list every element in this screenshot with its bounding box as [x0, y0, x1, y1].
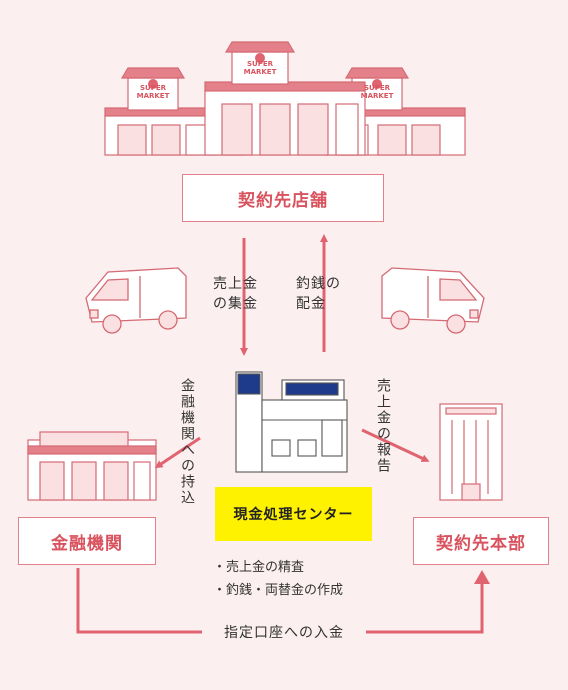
store-sign-right: SUPER MARKET — [352, 84, 402, 100]
supermarket-logos — [148, 53, 382, 89]
arrow-to-bank — [154, 436, 201, 469]
sign-text-line2: MARKET — [136, 92, 170, 100]
delivery-label: 釣銭の 配金 — [296, 274, 341, 314]
delivery-label-line2: 配金 — [296, 296, 326, 312]
collection-label-line1: 売上金 — [213, 276, 258, 292]
contract-stores-box: 契約先店舗 — [182, 174, 384, 222]
van-left-illustration — [85, 267, 187, 334]
flow-arrows — [154, 234, 430, 469]
sign-text-line1: SUPER — [246, 60, 274, 68]
arrow-report-to-hq — [361, 428, 430, 462]
cash-center-label: 現金処理センター — [215, 487, 372, 541]
sign-text-line2: MARKET — [243, 68, 277, 76]
deposit-connector — [76, 568, 484, 634]
financial-institution-box: 金融機関 — [18, 517, 156, 565]
delivery-label-line1: 釣銭の — [296, 276, 341, 292]
store-sign-left: SUPER MARKET — [128, 84, 178, 100]
deposit-arrowhead — [474, 570, 490, 584]
supermarket-center-building — [204, 41, 366, 156]
collection-label: 売上金 の集金 — [213, 274, 258, 314]
cash-center-building-illustration — [235, 371, 348, 473]
sign-text-line1: SUPER — [139, 84, 167, 92]
sign-text-line2: MARKET — [360, 92, 394, 100]
sign-text-line1: SUPER — [363, 84, 391, 92]
task-item: ・釣銭・両替金の作成 — [213, 583, 344, 598]
center-task-list: ・売上金の精査 ・釣銭・両替金の作成 — [213, 556, 343, 602]
collection-label-line2: の集金 — [213, 296, 258, 312]
store-sign-center: SUPER MARKET — [232, 60, 288, 76]
bring-to-bank-label: 金融機関への持込 — [179, 378, 195, 506]
bank-illustration — [27, 431, 157, 501]
deposit-label: 指定口座への入金 — [202, 622, 366, 642]
report-label: 売上金の報告 — [375, 378, 391, 474]
office-tower-illustration — [439, 403, 503, 501]
task-item: ・売上金の精査 — [213, 560, 305, 575]
van-right-illustration — [381, 267, 485, 334]
supermarket-illustration — [104, 41, 466, 156]
contract-hq-box: 契約先本部 — [413, 517, 549, 565]
